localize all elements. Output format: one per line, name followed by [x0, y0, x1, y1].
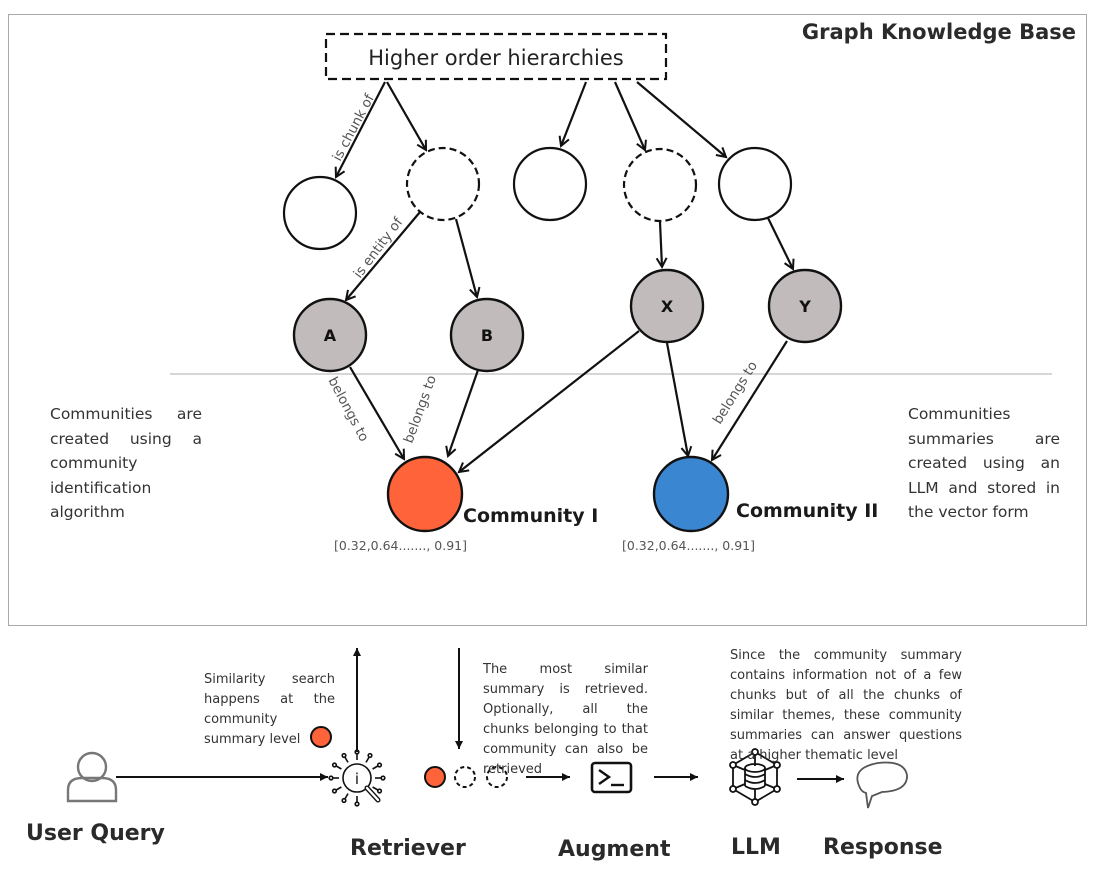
user-icon: [66, 751, 118, 803]
edge-top-to-chunk-1: [336, 81, 386, 177]
stage-label-user-query: User Query: [26, 821, 165, 846]
community-2-label: Community II: [736, 500, 878, 522]
community-1-label: Community I: [463, 505, 598, 527]
similarity-search-note: Similarity search happens at the communi…: [204, 672, 335, 747]
edge-chunk-to-B: [454, 218, 477, 297]
higher-order-hierarchies-box: Higher order hierarchies: [324, 32, 668, 81]
retrieved-community-dot: [424, 766, 446, 788]
speech-bubble-icon: [856, 761, 908, 809]
graph-knowledge-base-frame: [8, 14, 1087, 626]
stage-label-augment: Augment: [558, 837, 671, 862]
edge-X-to-community-1: [459, 330, 640, 472]
community-1-vector: [0.32,0.64......., 0.91]: [334, 538, 467, 553]
community-2-vector: [0.32,0.64......., 0.91]: [622, 538, 755, 553]
entity-label-y: Y: [798, 297, 811, 316]
edge-label-belongs-to-A: belongs to: [324, 374, 371, 444]
stage-label-retriever: Retriever: [350, 836, 466, 861]
community-summary-note: Communities summaries are created using …: [908, 405, 1060, 521]
entity-node-b: [449, 297, 525, 373]
retrieved-chunk-dot-1: [454, 766, 476, 788]
llm-network-database-icon: [729, 748, 781, 806]
edge-chunk-to-Y: [767, 217, 793, 269]
chunk-node-1: [282, 175, 358, 251]
edge-A-to-community-1: [349, 366, 404, 459]
edge-label-is-entity-of: is entity of: [350, 214, 407, 282]
edge-Y-to-community-2: [712, 340, 788, 460]
retriever-search-icon: i: [328, 749, 386, 807]
entity-node-x: [629, 268, 705, 344]
chunk-node-5: [717, 146, 793, 222]
retrieved-chunk-dot-2: [486, 766, 508, 788]
edge-chunk-to-A: [346, 211, 421, 300]
edge-B-to-community-1: [448, 369, 480, 456]
edge-top-to-chunk-4: [613, 81, 645, 150]
terminal-prompt-icon: [590, 761, 633, 794]
similarity-community-dot: [310, 726, 332, 748]
entity-node-y: [767, 268, 843, 344]
higher-order-hierarchies-label: Higher order hierarchies: [368, 46, 623, 70]
edge-label-is-chunk-of: is chunk of: [329, 91, 378, 164]
chunk-node-2-dashed: [405, 146, 481, 222]
svg-text:i: i: [355, 770, 359, 788]
community-1-node: [386, 455, 464, 533]
chunk-node-4-dashed: [622, 147, 698, 223]
edge-top-to-chunk-3: [561, 81, 588, 146]
community-detection-note: Communities are created using a communit…: [50, 405, 202, 521]
retrieved-summary-note: The most similar summary is retrieved. O…: [483, 662, 648, 777]
entity-label-b: B: [481, 326, 493, 345]
edge-top-to-chunk-2: [386, 81, 426, 150]
entity-label-a: A: [324, 326, 337, 345]
community-2-node: [652, 455, 730, 533]
llm-thematic-note: Since the community summary contains inf…: [730, 648, 962, 763]
entity-label-x: X: [661, 297, 674, 316]
graph-knowledge-base-title: Graph Knowledge Base: [801, 20, 1076, 44]
stage-label-response: Response: [823, 835, 943, 860]
edge-top-to-chunk-5: [636, 81, 726, 157]
stage-label-llm: LLM: [731, 835, 781, 860]
chunk-node-3: [512, 146, 588, 222]
entity-node-a: [292, 297, 368, 373]
edge-label-belongs-to-B: belongs to: [401, 373, 440, 445]
edge-X-to-community-2: [665, 342, 688, 456]
edge-chunk-to-X: [660, 221, 662, 267]
